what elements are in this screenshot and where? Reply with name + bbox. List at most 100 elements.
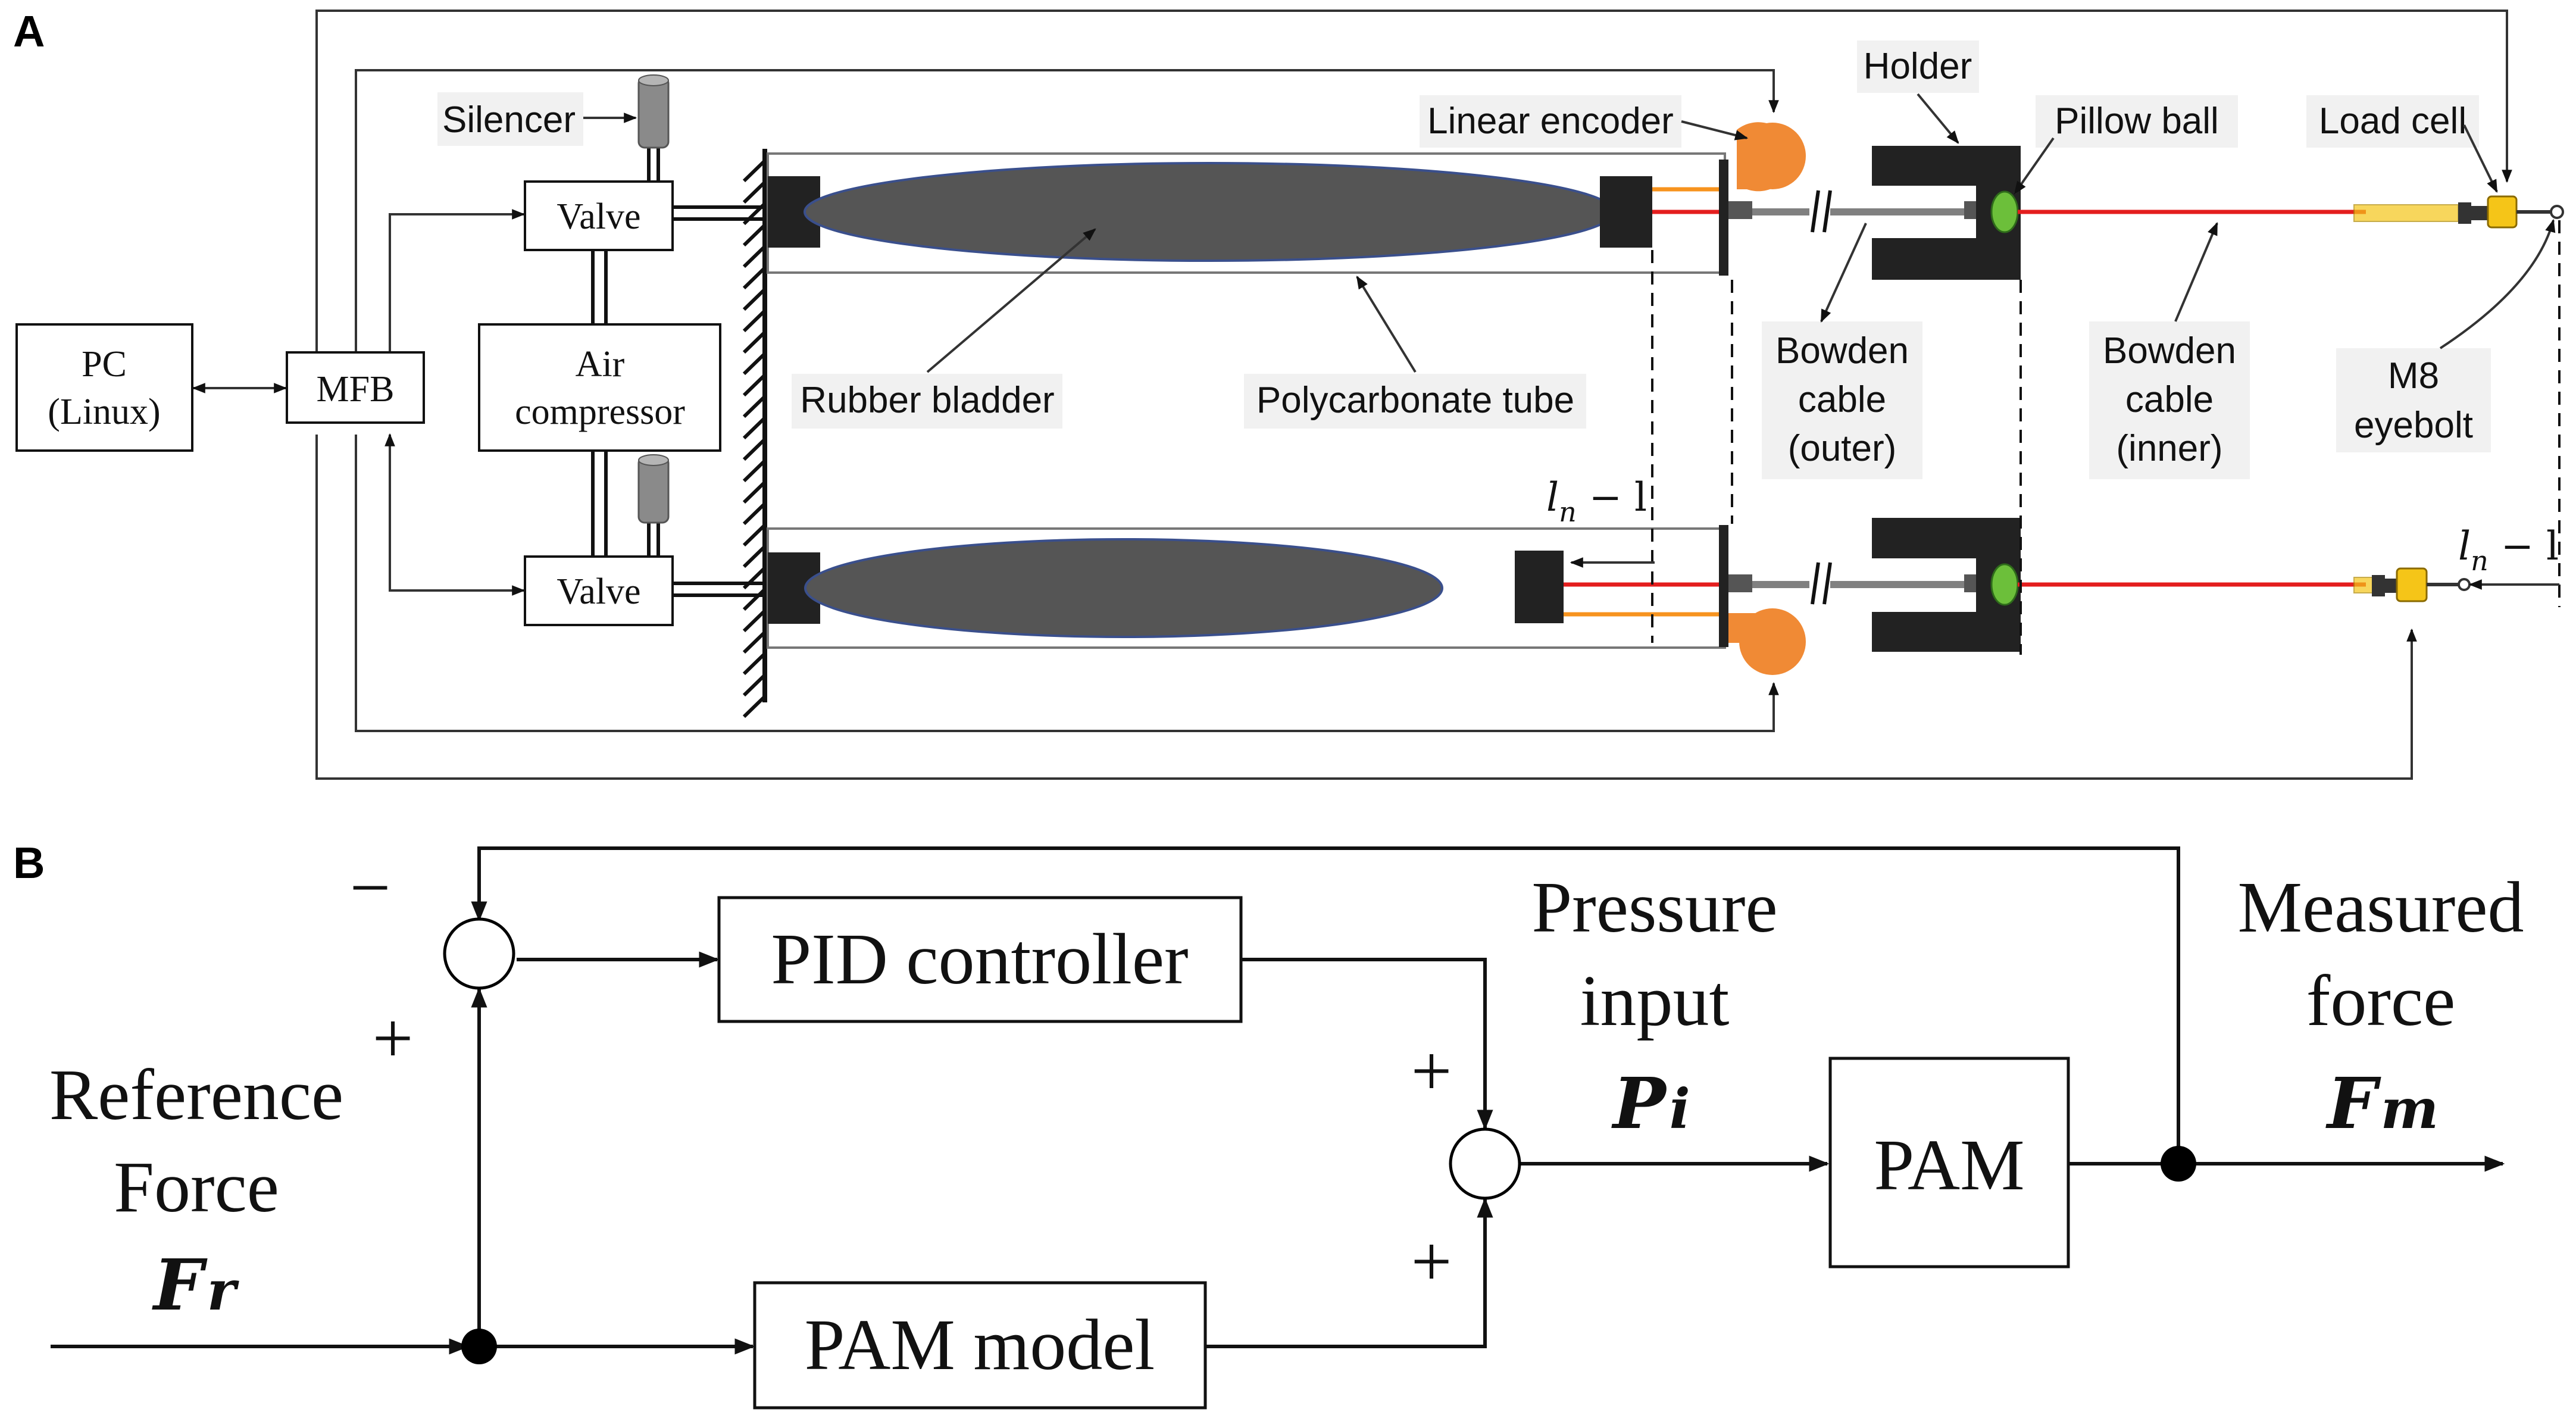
pid-controller-block: [717, 896, 1243, 1023]
plus-sign-model: +: [1411, 1221, 1452, 1302]
reference-force-label-1: Reference: [49, 1055, 343, 1135]
eyebolt-top-icon: [2550, 205, 2564, 219]
wall-hatch-line: [742, 545, 767, 568]
wall-hatch-line: [742, 652, 767, 676]
plus-sign-pid: +: [1411, 1031, 1452, 1111]
fixed-wall: [742, 149, 767, 718]
air-compressor-box: [478, 323, 721, 452]
reference-force-symbol: Fr: [152, 1243, 240, 1326]
wall-hatch-line: [742, 245, 767, 268]
eyebolt-label-1: M8: [2388, 355, 2439, 396]
plus-sign-feedforward: +: [373, 998, 414, 1079]
bowden-inner-label-2: cable: [2125, 379, 2214, 420]
pam-model-label: PAM model: [805, 1305, 1155, 1385]
air-compressor-label-1: Air: [576, 344, 625, 385]
pam-label: PAM: [1874, 1125, 2024, 1205]
wall-hatch-line: [742, 480, 767, 504]
rubber-bladder-label-bg: [792, 374, 1062, 429]
air-compressor-label-2: compressor: [515, 392, 685, 432]
silencer-label-bg: [437, 92, 583, 146]
wall-hatch-line: [742, 523, 767, 547]
pillow-ball-bottom-icon: [1990, 563, 2019, 606]
minus-sign: −: [350, 848, 391, 928]
bowden-inner-label-bg: [2089, 321, 2250, 479]
rubber-bladder-label: Rubber bladder: [800, 380, 1054, 421]
pc-label-1: PC: [82, 344, 127, 385]
pc-label-2: (Linux): [48, 392, 160, 432]
wall-hatch-line: [742, 202, 767, 226]
wall-hatch-line: [742, 502, 767, 526]
silencer-top-icon: [637, 74, 670, 149]
bowden-inner-label-3: (inner): [2116, 428, 2222, 469]
bowden-outer-label-1: Bowden: [1775, 330, 1909, 371]
summing-junction-2: [1449, 1127, 1521, 1200]
wall-hatch-line: [742, 223, 767, 247]
valve-top-label: Valve: [557, 196, 640, 237]
bowden-outer-top: [1728, 190, 1988, 233]
branch-point-input: [461, 1329, 497, 1364]
wall-hatch-line: [742, 180, 767, 204]
wall-hatch-line: [742, 695, 767, 718]
summing-junction-1: [443, 917, 515, 990]
mfb-box: [286, 351, 425, 424]
wall-hatch-line: [742, 459, 767, 483]
wall-hatch-line: [742, 566, 767, 590]
polycarbonate-tube-label: Polycarbonate tube: [1256, 380, 1574, 421]
bowden-outer-label-bg: [1762, 321, 1922, 479]
wall-hatch-line: [742, 673, 767, 697]
wall-hatch-line: [742, 373, 767, 397]
linear-encoder-label: Linear encoder: [1427, 101, 1674, 142]
holder-label-bg: [1857, 40, 1979, 93]
dashed-guides: [1651, 220, 2561, 655]
eyebolt-label-bg: [2336, 348, 2491, 452]
signal-wires: [192, 10, 2512, 780]
bowden-outer-label-3: (outer): [1788, 428, 1897, 469]
pillow-ball-top-icon: [1990, 190, 2019, 233]
wall-hatch-line: [742, 159, 767, 183]
linear-encoder-label-bg: [1420, 95, 1681, 148]
pillow-ball-label: Pillow ball: [2055, 101, 2219, 142]
bowden-inner-label-1: Bowden: [2103, 330, 2236, 371]
valve-bottom-label: Valve: [557, 571, 640, 612]
pam-model-block: [753, 1281, 1207, 1410]
wall-hatch-line: [742, 588, 767, 611]
valve-bottom-box: [524, 555, 674, 626]
displacement-label-b: ln − l: [2458, 523, 2559, 577]
wall-hatch-line: [742, 609, 767, 633]
wall-hatch-line: [742, 288, 767, 311]
measured-force-label-1: Measured: [2237, 867, 2524, 948]
panel-a-label: A: [13, 7, 45, 56]
load-cell-label: Load cell: [2319, 101, 2466, 142]
plate-top: [1719, 160, 1728, 276]
pam-actuator-top: [768, 162, 1720, 262]
measured-force-symbol: Fm: [2325, 1062, 2439, 1145]
wall-hatch-line: [742, 309, 767, 333]
pressure-input-label-2: input: [1580, 961, 1730, 1041]
measured-force-label-2: force: [2306, 961, 2456, 1041]
silencer-label: Silencer: [442, 99, 576, 140]
reference-force-label-2: Force: [114, 1147, 279, 1227]
holder-top: [1872, 146, 2021, 280]
pid-controller-label: PID controller: [771, 919, 1188, 999]
panel-b-label: B: [13, 838, 45, 888]
bowden-outer-label-2: cable: [1798, 379, 1886, 420]
wall-hatch-line: [742, 395, 767, 418]
load-cell-label-bg: [2306, 95, 2479, 148]
pressure-input-symbol: Pi: [1611, 1062, 1690, 1145]
bowden-outer-bottom: [1728, 562, 1988, 605]
eyebolt-label-2: eyebolt: [2354, 405, 2473, 446]
branch-point-output: [2161, 1146, 2196, 1182]
wall-hatch-line: [742, 352, 767, 376]
silencer-bottom-icon: [637, 454, 670, 524]
wall-hatch-line: [742, 416, 767, 440]
holder-bottom: [1872, 518, 2021, 652]
wall-hatch-line: [742, 630, 767, 654]
holder-label: Holder: [1864, 46, 1972, 87]
polycarbonate-tube-label-bg: [1244, 374, 1586, 429]
wall-hatch-line: [742, 438, 767, 461]
mfb-label: MFB: [317, 369, 395, 410]
wall-hatch-line: [742, 266, 767, 290]
eyebolt-bottom-icon: [2458, 578, 2471, 591]
air-pipes: [591, 146, 768, 597]
